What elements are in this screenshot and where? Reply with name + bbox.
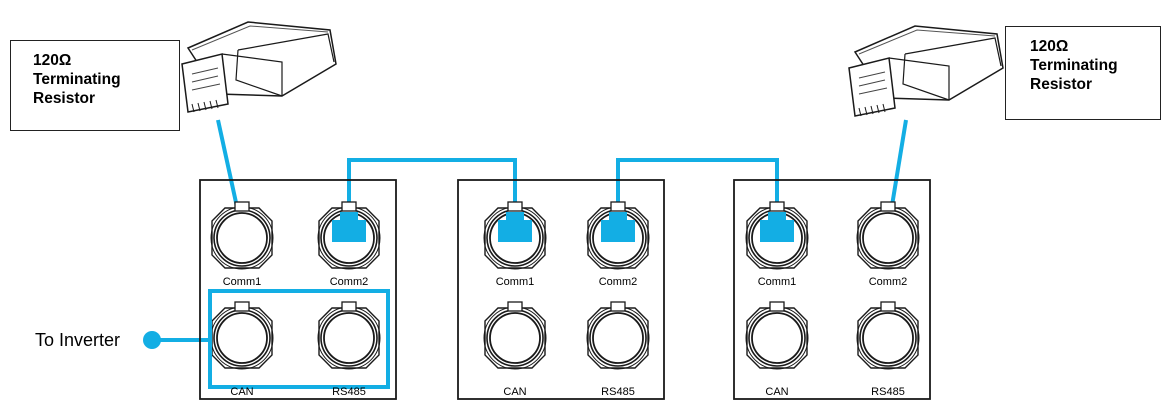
port-label: Comm1 (758, 276, 797, 288)
inverter-endpoint-dot (143, 331, 161, 349)
port-label: Comm1 (223, 276, 262, 288)
rj45-plug-icon (181, 21, 337, 113)
round-connector-icon (210, 201, 274, 270)
terminating-resistor-label-left: 120Ω Terminating Resistor (10, 40, 180, 131)
cable-link-1 (347, 158, 517, 214)
inverter-ports-highlight (208, 289, 390, 389)
round-connector-icon (856, 301, 920, 370)
port-label: Comm1 (496, 276, 535, 288)
label-line: Terminating (1030, 57, 1118, 74)
port-label: Comm2 (599, 276, 638, 288)
panel-frame (199, 179, 397, 400)
label-line: Resistor (33, 90, 96, 107)
port-label: RS485 (601, 386, 635, 398)
port-label: Comm2 (869, 276, 908, 288)
port-label: RS485 (332, 386, 366, 398)
terminating-resistor-label-right: 120Ω Terminating Resistor (1005, 26, 1161, 120)
round-connector-icon (210, 301, 274, 370)
round-connector-icon (745, 301, 809, 370)
cable-link-2 (616, 158, 779, 214)
port-label: CAN (765, 386, 788, 398)
to-inverter-label: To Inverter (35, 330, 121, 350)
label-line: 120Ω (1030, 38, 1069, 55)
port-label: CAN (230, 386, 253, 398)
rj45-plug-icon (848, 25, 1004, 117)
port-label: Comm2 (330, 276, 369, 288)
round-connector-icon (483, 301, 547, 370)
round-connector-icon (856, 201, 920, 270)
label-line: Resistor (1030, 76, 1093, 93)
port-label: CAN (503, 386, 526, 398)
panel-frame (733, 179, 931, 400)
panel-frame (457, 179, 665, 400)
panel-2: Comm1 Comm2 CAN RS485 (457, 179, 665, 400)
panel-3: Comm1 Comm2 CAN RS485 (733, 179, 931, 400)
port-label: RS485 (871, 386, 905, 398)
panel-1: Comm1 Comm2 CAN RS485 (199, 179, 397, 400)
label-line: 120Ω (33, 52, 72, 69)
round-connector-icon (317, 301, 381, 370)
label-line: Terminating (33, 71, 121, 88)
round-connector-icon (586, 301, 650, 370)
